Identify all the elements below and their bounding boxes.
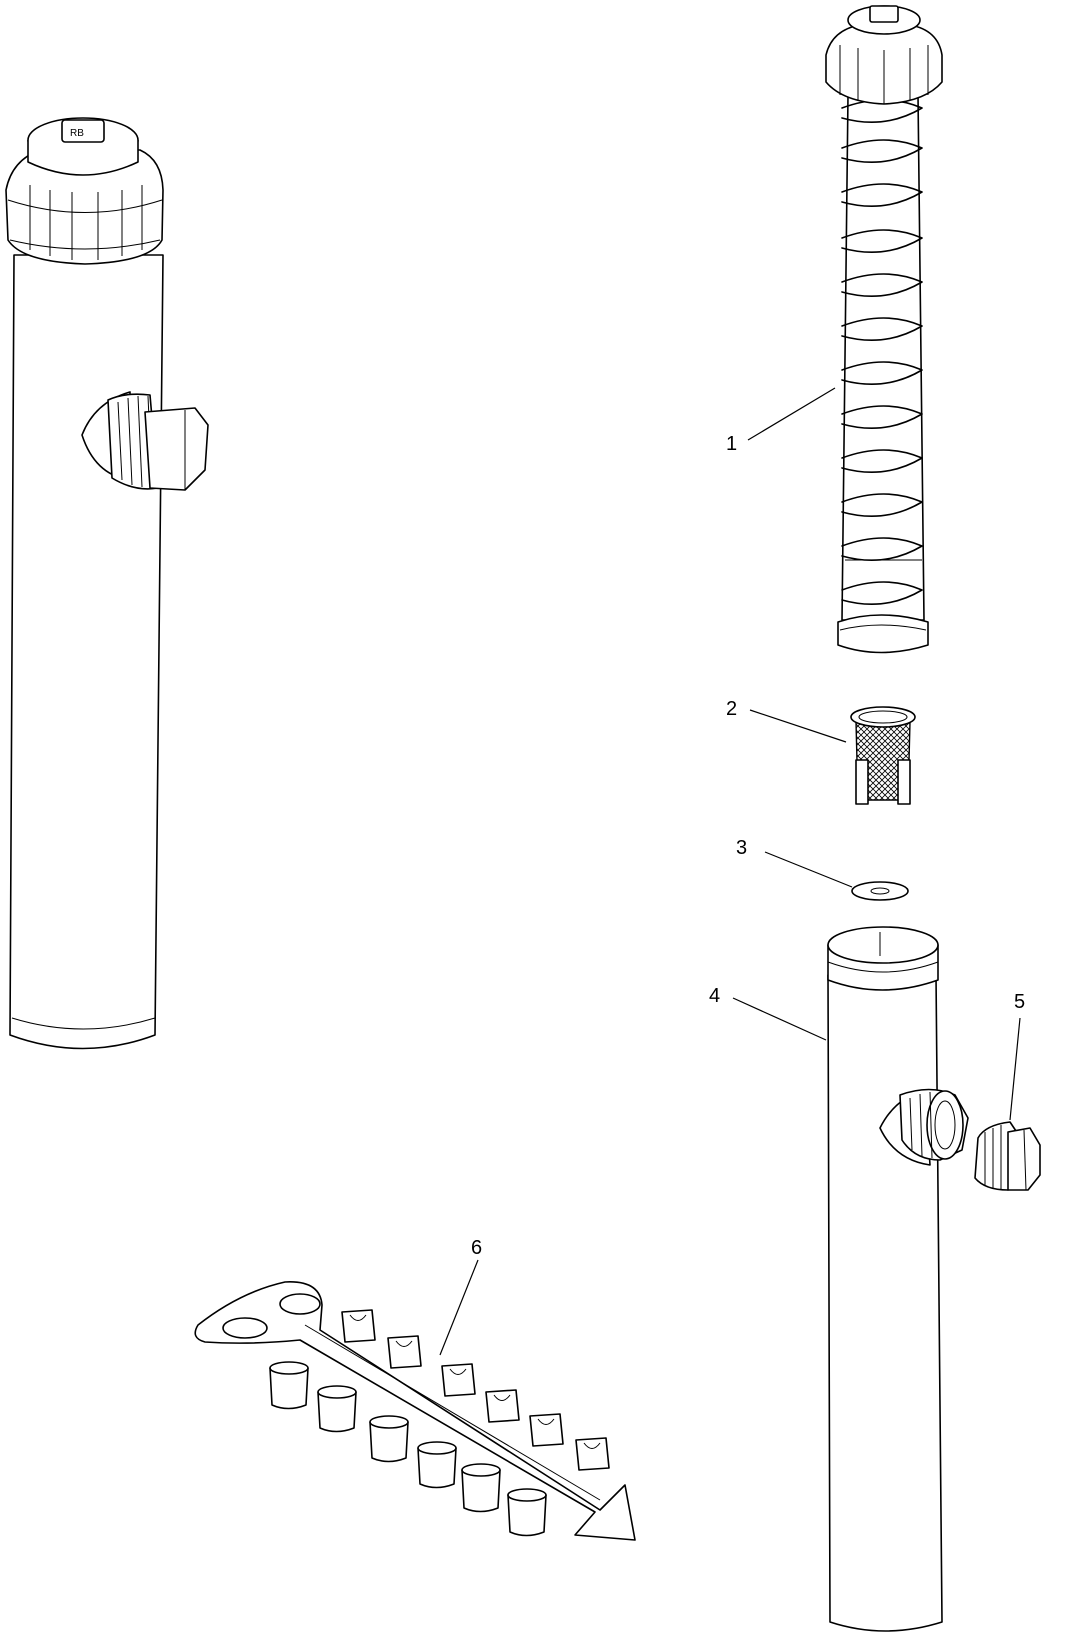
nozzle-clip xyxy=(529,1413,564,1447)
nozzle-clip xyxy=(575,1437,610,1471)
callout-1: 1 xyxy=(726,433,737,455)
assembled-sprinkler-body: RB xyxy=(5,117,209,1050)
nozzle-cup xyxy=(461,1463,501,1513)
callout-2: 2 xyxy=(726,698,737,720)
nozzle-cup xyxy=(417,1441,457,1489)
nozzle-clip xyxy=(387,1335,422,1369)
washer xyxy=(851,881,909,901)
riser-with-spring xyxy=(825,5,943,654)
nozzle-clip xyxy=(341,1309,376,1343)
nozzle-clip xyxy=(485,1389,520,1423)
filter-screen xyxy=(850,706,916,805)
side-inlet-plug xyxy=(974,1121,1041,1191)
leader-line-6 xyxy=(439,1259,479,1356)
callout-4: 4 xyxy=(709,985,720,1007)
leader-line-2 xyxy=(749,709,847,743)
nozzle-clip xyxy=(441,1363,476,1397)
nozzle-cup xyxy=(507,1488,547,1537)
callout-6: 6 xyxy=(471,1237,482,1259)
nozzle-tree-tool xyxy=(194,1281,636,1541)
leader-line-4 xyxy=(732,997,827,1041)
svg-text:RB: RB xyxy=(70,128,84,139)
sprinkler-body-case xyxy=(827,926,969,1632)
nozzle-cup xyxy=(369,1415,409,1463)
callout-5: 5 xyxy=(1014,991,1025,1013)
leader-line-5 xyxy=(1009,1017,1021,1121)
leader-line-3 xyxy=(764,851,853,888)
nozzle-cup xyxy=(269,1361,309,1410)
nozzle-cup xyxy=(317,1385,357,1433)
leader-line-1 xyxy=(747,387,836,441)
callout-3: 3 xyxy=(736,837,747,859)
